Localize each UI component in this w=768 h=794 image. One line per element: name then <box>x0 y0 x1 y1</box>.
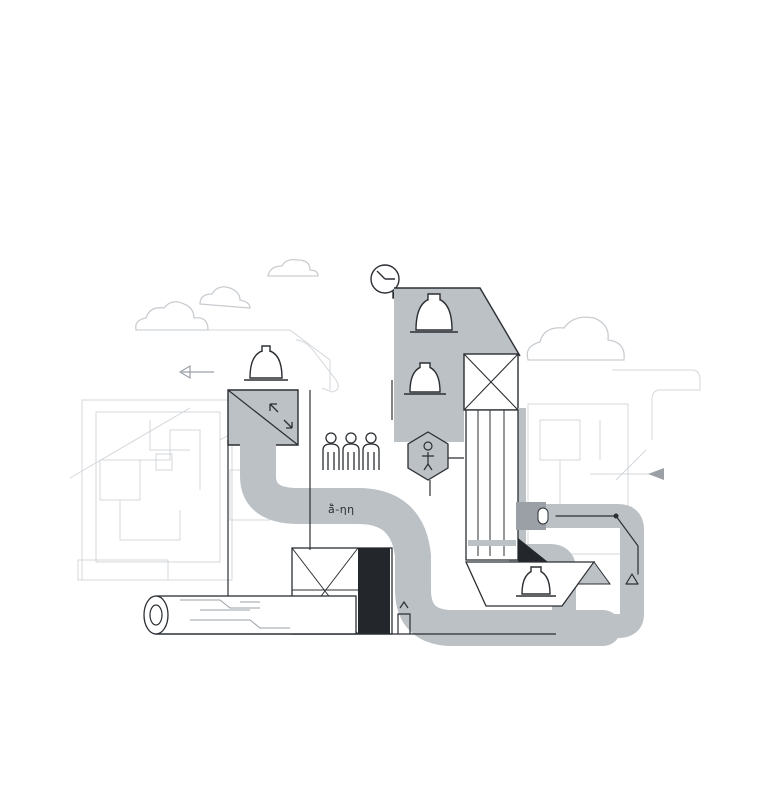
cloud-icon <box>199 286 251 309</box>
hard-hat-icon <box>516 566 556 597</box>
hard-hat-icon <box>244 345 288 381</box>
central-column <box>463 353 549 562</box>
cloud-icon <box>526 316 625 361</box>
hard-hat-icon <box>410 293 458 333</box>
valve-icon <box>625 573 639 585</box>
main-duct <box>240 422 621 646</box>
cloud-icon <box>135 301 209 331</box>
arrow-left-icon <box>178 364 214 380</box>
hard-hat-icon <box>404 362 446 395</box>
duct-annotation: å̄‐ηη <box>328 503 355 516</box>
background-clouds <box>135 258 625 361</box>
worker-group-icon <box>322 432 380 470</box>
valve-icon <box>397 600 411 634</box>
dark-panel <box>358 548 390 634</box>
cloud-icon <box>267 258 319 277</box>
person-hexagon-icon <box>407 431 464 496</box>
background-blueprint <box>69 329 701 581</box>
base-frame <box>227 390 393 635</box>
blueprint-roll-icon <box>143 595 357 635</box>
arrow-marker-icon <box>648 468 664 480</box>
